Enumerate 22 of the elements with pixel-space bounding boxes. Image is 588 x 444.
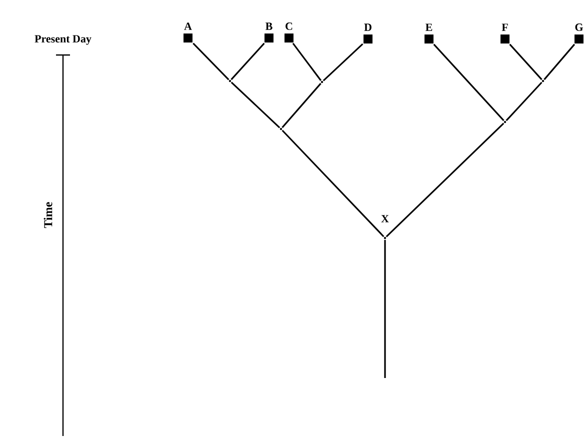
node-label: X (381, 215, 389, 222)
branch-line (433, 44, 504, 122)
branch-line (230, 82, 280, 128)
branch-line (282, 130, 384, 238)
branch-line (230, 42, 265, 80)
axis-label: Present Day (34, 35, 92, 45)
branch-point (542, 80, 544, 82)
branch-point (504, 120, 506, 124)
branch-line (506, 82, 542, 122)
branch-line (322, 43, 364, 82)
branch-line (544, 44, 576, 80)
axis-label: Time (44, 202, 52, 228)
branch-point (280, 128, 282, 130)
branch-point (320, 80, 324, 84)
branch-line (192, 42, 230, 80)
branch-line (282, 82, 322, 128)
branch-point (228, 80, 232, 82)
branch-line (384, 240, 386, 378)
branch-line (292, 42, 322, 81)
branch-line (509, 44, 542, 80)
branch-line (386, 122, 504, 238)
branch-point: X (381, 215, 389, 240)
